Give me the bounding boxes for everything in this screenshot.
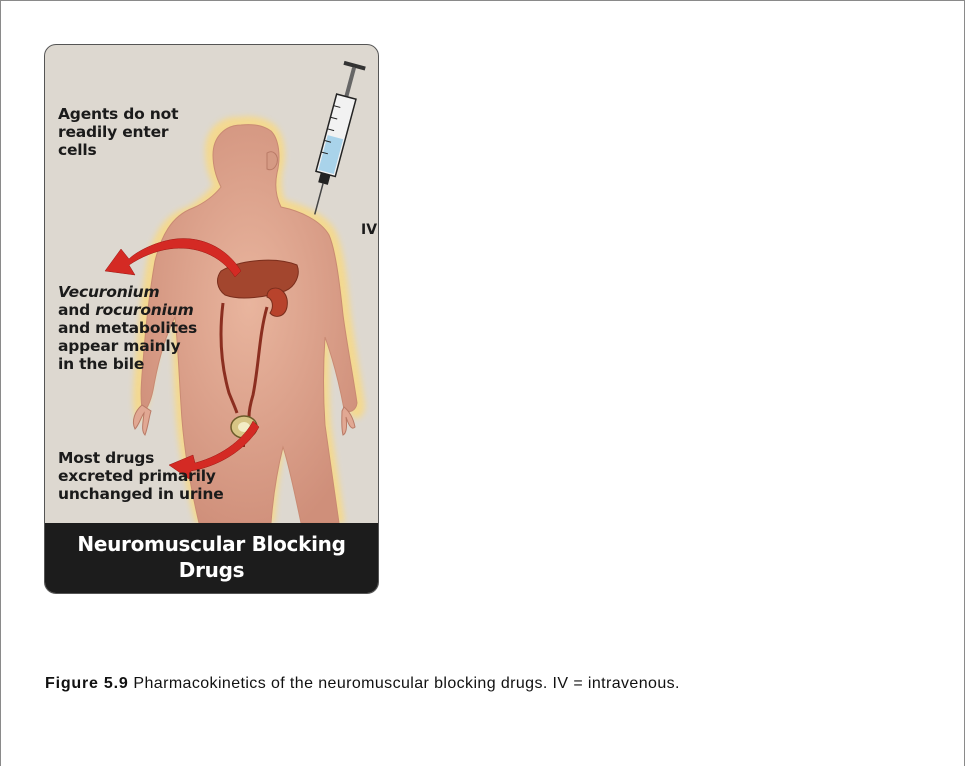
figure-banner: Neuromuscular Blocking Drugs — [45, 523, 378, 594]
annotation-urine: Most drugs excreted primarily unchanged … — [58, 449, 224, 503]
figure-caption: Figure 5.9 Pharmacokinetics of the neuro… — [45, 675, 680, 693]
bile-rest-label: and metabolites appear mainly in the bil… — [58, 319, 197, 373]
banner-title: Neuromuscular Blocking Drugs — [77, 532, 345, 582]
syringe-icon — [304, 61, 366, 217]
rocuronium-label: rocuronium — [95, 301, 193, 319]
and-label: and — [58, 301, 95, 319]
annotation-bile: Vecuronium and rocuronium and metabolite… — [58, 283, 197, 373]
caption-label: Figure 5.9 — [45, 675, 129, 692]
caption-text: Pharmacokinetics of the neuromuscular bl… — [129, 675, 680, 692]
iv-label: IV — [361, 222, 377, 238]
vecuronium-label: Vecuronium — [58, 283, 159, 301]
annotation-cells: Agents do not readily enter cells — [58, 105, 178, 159]
figure-illustration: Agents do not readily enter cells Vecuro… — [44, 44, 379, 594]
